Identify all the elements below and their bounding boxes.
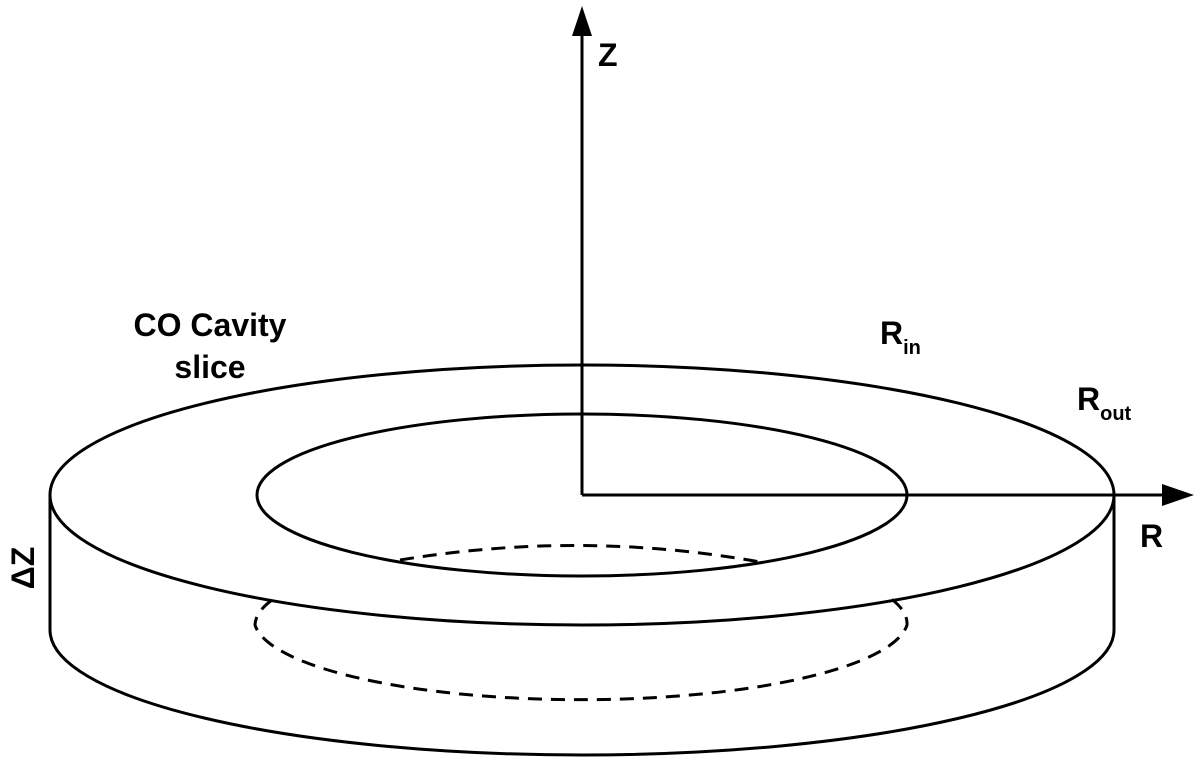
r-in-main: R — [880, 315, 903, 351]
r-axis-label: R — [1140, 518, 1163, 554]
cavity-label-line2: slice — [174, 349, 245, 385]
z-axis-arrowhead — [572, 6, 592, 36]
cavity-hidden-rim-top — [399, 544, 761, 564]
cavity-label-line1: CO Cavity — [134, 307, 287, 343]
r-out-main: R — [1077, 381, 1100, 417]
r-in-subscript: in — [903, 337, 921, 359]
r-axis-arrowhead — [1162, 484, 1194, 506]
z-axis-label: Z — [598, 37, 618, 73]
delta-z-label: ΔZ — [5, 547, 41, 590]
r-out-label: Rout — [1077, 381, 1132, 425]
r-out-subscript: out — [1100, 403, 1131, 425]
r-in-label: Rin — [880, 315, 921, 359]
ring-bottom-edge — [48, 629, 1116, 757]
cavity-hidden-rim-bottom — [253, 596, 909, 702]
